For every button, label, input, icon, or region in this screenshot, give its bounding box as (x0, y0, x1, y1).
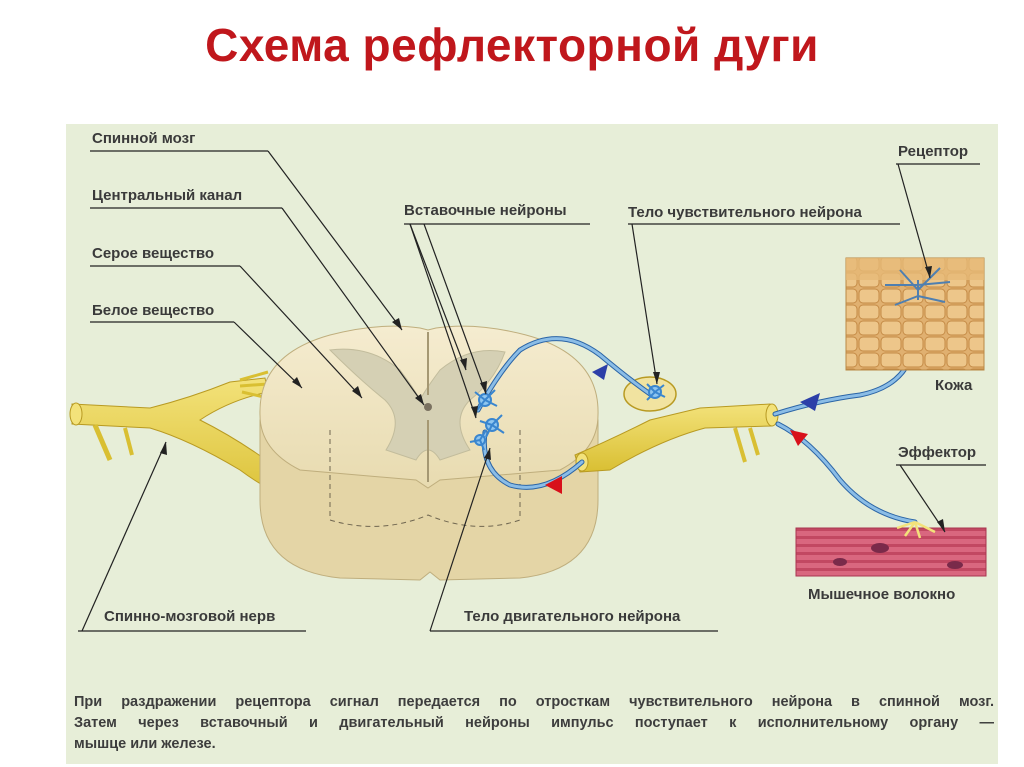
label-skin: Кожа (935, 377, 973, 394)
diagram-caption: При раздражении рецептора сигнал передае… (74, 692, 994, 755)
label-spinal-cord: Спинной мозг (92, 130, 196, 147)
caption-line-1: При раздражении рецептора сигнал передае… (74, 694, 994, 710)
impulse-arrows (545, 364, 820, 494)
skin-block (845, 257, 985, 371)
caption-line-2: Затем через вставочный и двигательный не… (74, 715, 994, 731)
spinal-cord (259, 325, 599, 581)
label-motor-neuron-body: Тело двигательного нейрона (464, 608, 681, 625)
label-sensory-neuron-body: Тело чувствительного нейрона (628, 204, 862, 221)
label-spinal-nerve: Спинно-мозговой нерв (104, 608, 276, 625)
label-interneurons: Вставочные нейроны (404, 202, 567, 219)
label-central-canal: Центральный канал (92, 187, 243, 204)
label-receptor: Рецептор (898, 143, 969, 160)
caption-line-3: мышце или железе. (74, 736, 216, 752)
interneuron-cells (469, 389, 505, 451)
leader-lines (78, 150, 986, 632)
muscle-fiber-block (795, 520, 987, 577)
label-gray-matter: Серое вещество (92, 245, 215, 262)
page-title: Схема рефлекторной дуги (205, 19, 819, 71)
leader-arrowheads (160, 266, 945, 532)
label-muscle-fiber: Мышечное волокно (808, 586, 956, 603)
sensory-neuron-body (646, 383, 666, 401)
sensory-nerve-root (574, 376, 779, 473)
label-effector: Эффектор (898, 444, 977, 461)
label-white-matter: Белое вещество (92, 302, 215, 319)
